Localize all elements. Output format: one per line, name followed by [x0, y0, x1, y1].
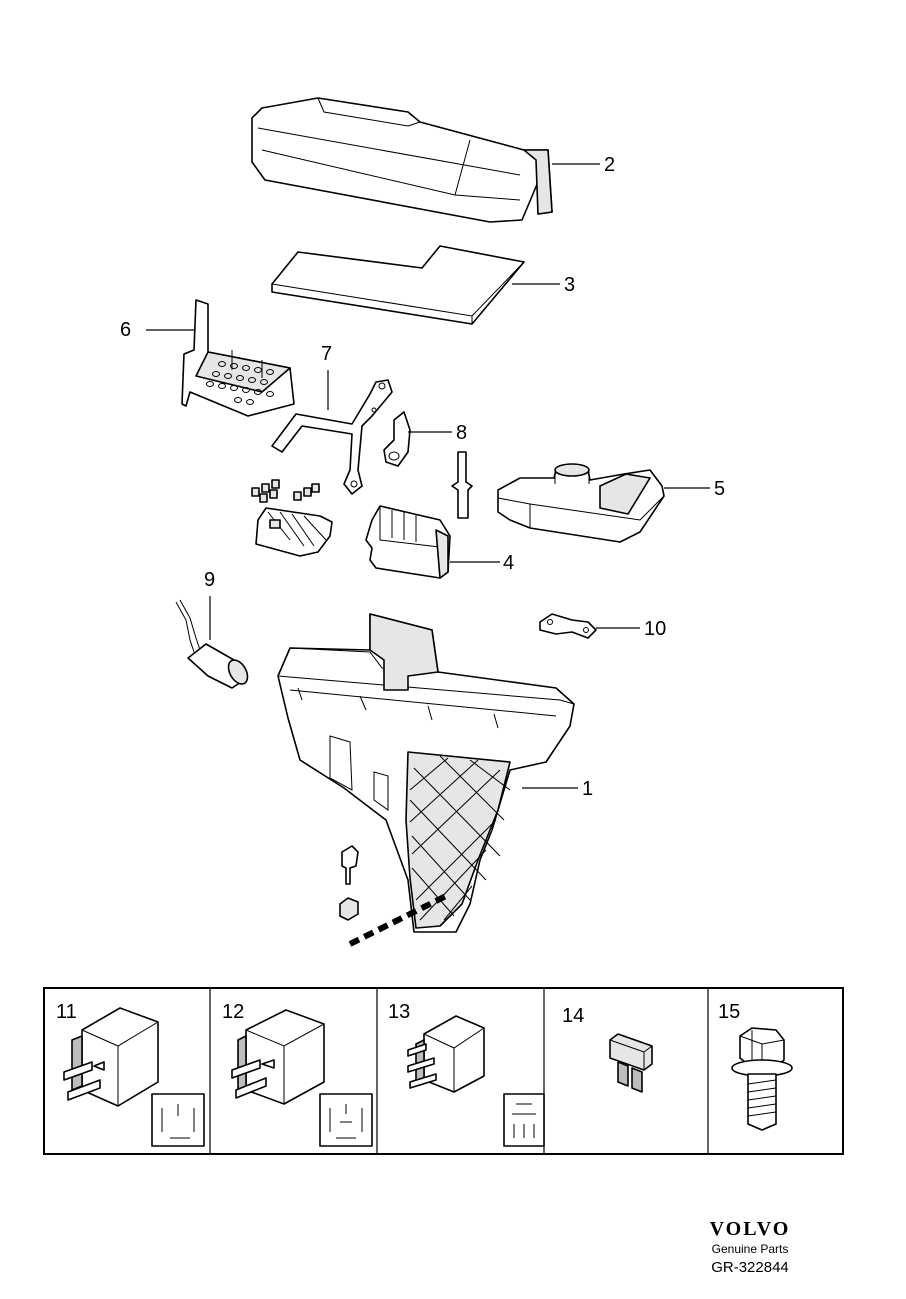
part-1-housing[interactable]: [277, 613, 575, 933]
variant-14-cell[interactable]: 14: [562, 1005, 653, 1093]
push-pin-fastener[interactable]: [451, 451, 473, 519]
part-9-suppressor[interactable]: [175, 599, 251, 689]
part-5-carrier[interactable]: [497, 463, 665, 543]
connector-block[interactable]: [255, 507, 333, 557]
part-3-pad[interactable]: [271, 245, 525, 325]
variant-12-cell[interactable]: 12: [222, 1001, 373, 1147]
callout-2: 2: [604, 154, 615, 176]
blade-fuse-icon: [609, 1033, 653, 1093]
part-6-bracket[interactable]: [181, 299, 295, 417]
callout-5: 5: [714, 478, 725, 500]
variant-11-cell[interactable]: 11: [56, 1001, 205, 1147]
variant-12-number: 12: [222, 1001, 244, 1023]
callout-4: 4: [503, 552, 514, 574]
variant-15-number: 15: [718, 1001, 740, 1023]
brand-subtitle: Genuine Parts: [711, 1242, 789, 1256]
variant-13-number: 13: [388, 1001, 410, 1023]
callout-10: 10: [644, 618, 666, 640]
bolt-and-nut[interactable]: [339, 845, 448, 947]
callout-9: 9: [204, 569, 215, 591]
brand-block: VOLVO Genuine Parts GR-322844: [670, 1218, 830, 1276]
part-7-busbar[interactable]: [271, 379, 393, 495]
part-4-relay-holder[interactable]: [365, 505, 451, 579]
drawing-reference: GR-322844: [711, 1259, 789, 1276]
terminal-clips[interactable]: [251, 479, 320, 503]
variant-13-cell[interactable]: 13: [388, 1001, 545, 1147]
variant-15-cell[interactable]: 15: [718, 1001, 793, 1131]
micro-relay-icon: [407, 1015, 545, 1147]
callout-7: 7: [321, 343, 332, 365]
relay-5pin-icon: [231, 1009, 373, 1147]
relay-4pin-icon: [63, 1007, 205, 1147]
callout-6: 6: [120, 319, 131, 341]
callout-8: 8: [456, 422, 467, 444]
callout-3: 3: [564, 274, 575, 296]
variant-14-number: 14: [562, 1005, 584, 1027]
volvo-logo: VOLVO: [709, 1218, 791, 1240]
part-8-clip[interactable]: [383, 411, 411, 467]
part-10-bracket[interactable]: [539, 613, 597, 639]
callout-1: 1: [582, 778, 593, 800]
variant-11-number: 11: [56, 1001, 77, 1023]
part-2-cover[interactable]: [251, 97, 553, 223]
flange-bolt-icon: [731, 1027, 793, 1131]
